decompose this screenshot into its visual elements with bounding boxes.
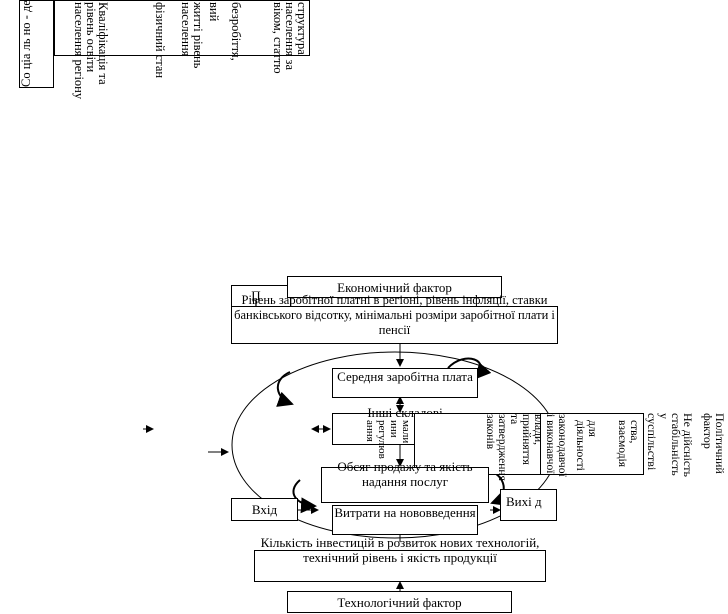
law-text-b: для діяльності: [574, 420, 598, 471]
input-box: [231, 498, 298, 521]
tech-factor-title-box: [287, 591, 512, 613]
social-col-structure: структура населення за віком, статтю: [271, 2, 309, 74]
salary-box: [332, 368, 478, 398]
tech-factor-title: Технологічний фактор: [337, 595, 462, 610]
political-box: [540, 413, 644, 475]
sales-label: Обсяг продажу та якість надання послуг: [337, 459, 473, 489]
output-box: [500, 489, 557, 521]
law-box: [414, 413, 644, 475]
economic-tag-a: П: [251, 288, 261, 303]
input-label: Вхід: [251, 502, 278, 517]
tech-detail: Кількість інвестицій в розвиток нових те…: [260, 535, 540, 565]
output-label: Вихі д: [506, 494, 542, 509]
salary-label: Середня заробітна плата: [337, 369, 473, 384]
economic-factor-title-box: [287, 276, 502, 298]
law-text-c: ства, взаємодія: [616, 420, 640, 468]
curve-arrow-right-top: [447, 357, 492, 380]
social-factor-box: [19, 0, 54, 88]
tech-detail-box: [254, 550, 546, 582]
innovation-box: [332, 505, 478, 535]
sales-box: [321, 467, 489, 503]
social-col-vyi: вий: [207, 2, 221, 22]
social-col-living: житті рівень населення: [179, 2, 205, 69]
social-col-qualification: Кваліфікація та рівень освіти населення …: [72, 2, 110, 100]
social-col-physical: фізичний стан: [153, 2, 167, 79]
economic-detail-box: [231, 306, 558, 344]
political-title: Політичний фактор: [701, 413, 727, 474]
social-detail-box: [54, 0, 310, 56]
curve-arrow-left-bottom: [292, 479, 317, 514]
curve-arrow-left-top: [276, 371, 294, 407]
law-text-a: законодавчої і виконавчої влади, прийнят…: [484, 414, 568, 481]
regulation-vertical-text: мали ини регулюв ання: [364, 420, 412, 459]
innovation-label: Витрати на нововведення: [334, 505, 476, 520]
political-detail: Не дійсність стабільність у суспільстві: [645, 413, 695, 477]
economic-detail: Рівень заробітної платні в регіоні, ріве…: [234, 293, 555, 337]
social-col-unemployment: безробіття,: [229, 2, 243, 61]
economic-factor-title: Економічний фактор: [337, 280, 452, 295]
economic-tag-b: Т: [252, 296, 260, 311]
